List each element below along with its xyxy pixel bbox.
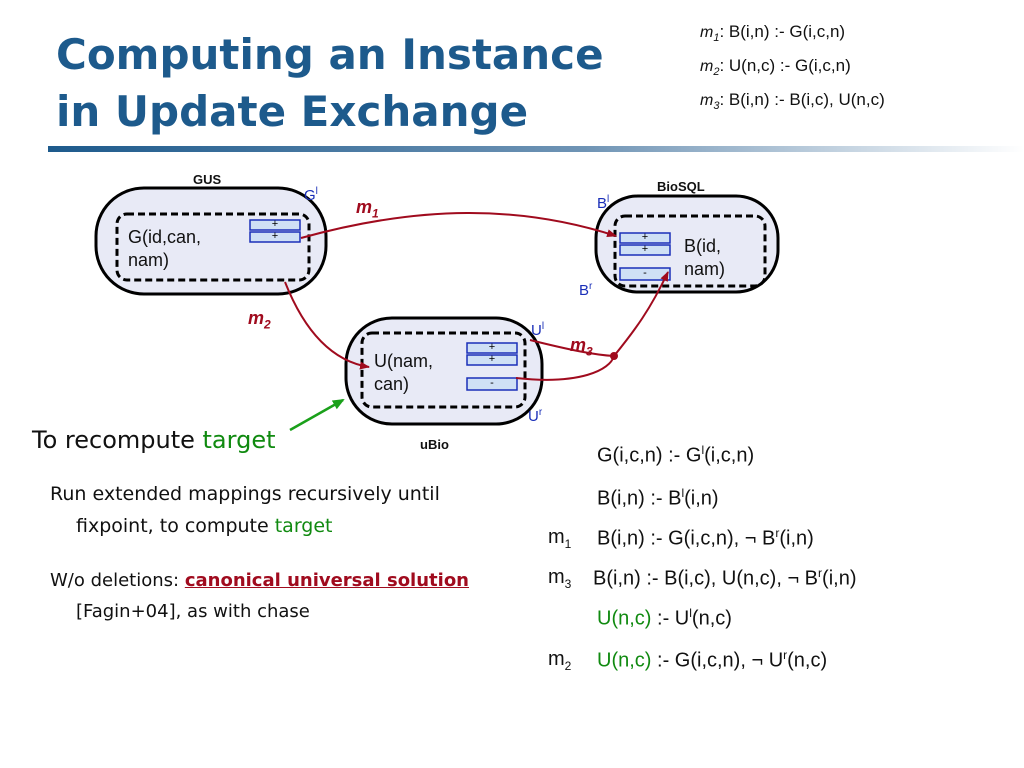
g-cell-text-2: + <box>271 230 279 242</box>
rule-body: U(n,c) :- G(i,c,n), ¬ Ur(n,c) <box>597 648 828 672</box>
edge-m3-u <box>515 355 615 381</box>
canonical-universal-solution-text: canonical universal solution <box>184 570 469 591</box>
rule-mapping-number: m1 <box>548 526 572 551</box>
relation-g-label: G(id,can,nam) <box>128 227 202 270</box>
heading-target-word: target <box>202 426 276 454</box>
peer-gus-name: GUS <box>193 172 222 187</box>
table-u-local: Ul <box>531 321 545 339</box>
edge-m2 <box>284 281 370 370</box>
g-cell-text-1: + <box>271 218 279 230</box>
edge-m1 <box>300 212 617 239</box>
edge-m3 <box>613 271 669 357</box>
peer-ubio <box>344 316 544 426</box>
rule-body: B(i,n) :- Bl(i,n) <box>597 486 719 510</box>
b-cell-text-1: + <box>641 231 649 243</box>
u-reject-cell <box>466 377 518 391</box>
relation-b-label: B(id,nam) <box>684 236 726 279</box>
g-local-cell-1 <box>249 219 301 231</box>
b-cell-text-3: - <box>643 267 647 279</box>
b-local-cell-2 <box>619 244 671 256</box>
peer-ubio-name: uBio <box>420 437 449 452</box>
relation-b-box <box>613 214 767 288</box>
edge-label-m2: m2 <box>248 308 271 332</box>
table-u-reject: Ur <box>528 407 543 425</box>
bullet-without-deletions: W/o deletions: canonical universal solut… <box>50 570 469 622</box>
relation-u-label: U(nam,can) <box>374 351 434 394</box>
mapping-def-m2: m2: U(n,c) :- G(i,c,n) <box>700 56 851 79</box>
slide-title: Computing an Instance in Update Exchange <box>56 26 604 140</box>
edge-m3-b-source <box>529 339 615 357</box>
peer-gus <box>94 186 328 296</box>
peer-biosql-name: BioSQL <box>657 179 705 194</box>
mapping-definitions: m1: B(i,n) :- G(i,c,n) m2: U(n,c) :- G(i… <box>700 18 885 121</box>
u-local-cell-2 <box>466 354 518 366</box>
table-b-local: Bl <box>597 194 610 212</box>
u-cell-text-2: + <box>488 353 496 365</box>
rule-mapping-number: m2 <box>548 648 572 673</box>
edge-label-m3: m3 <box>570 335 593 359</box>
bullet1-target-word: target <box>274 515 333 537</box>
b-reject-cell <box>619 267 671 281</box>
title-divider <box>48 146 1024 152</box>
rule-body: U(n,c) :- Ul(n,c) <box>597 606 732 630</box>
rule-mapping-number: m3 <box>548 566 572 591</box>
edge-m3-join <box>610 352 618 360</box>
rule-body: G(i,c,n) :- Gl(i,c,n) <box>597 443 755 467</box>
title-line-1: Computing an Instance <box>56 30 604 79</box>
peer-biosql <box>594 194 780 294</box>
rule-body: B(i,n) :- G(i,c,n), ¬ Br(i,n) <box>597 526 814 550</box>
rule-body: B(i,n) :- B(i,c), U(n,c), ¬ Br(i,n) <box>593 566 857 590</box>
b-cell-text-2: + <box>641 243 649 255</box>
relation-u-box <box>360 331 527 409</box>
target-pointer-arrow <box>289 398 345 432</box>
bullet-run-mappings: Run extended mappings recursively until … <box>50 483 440 537</box>
recompute-heading: To recompute target <box>32 426 276 454</box>
update-exchange-diagram <box>94 186 780 432</box>
g-local-cell-2 <box>249 231 301 243</box>
u-local-cell-1 <box>466 342 518 354</box>
edge-label-m1: m1 <box>356 197 379 221</box>
b-local-cell-1 <box>619 232 671 244</box>
mapping-def-m1: m1: B(i,n) :- G(i,c,n) <box>700 22 846 45</box>
relation-g-box <box>115 212 311 282</box>
table-g-local: Gl <box>304 186 318 204</box>
table-b-reject: Br <box>579 281 593 299</box>
u-cell-text-1: + <box>488 341 496 353</box>
u-cell-text-3: - <box>490 377 494 389</box>
title-line-2: in Update Exchange <box>56 87 529 136</box>
mapping-def-m3: m3: B(i,n) :- B(i,c), U(n,c) <box>700 90 885 113</box>
